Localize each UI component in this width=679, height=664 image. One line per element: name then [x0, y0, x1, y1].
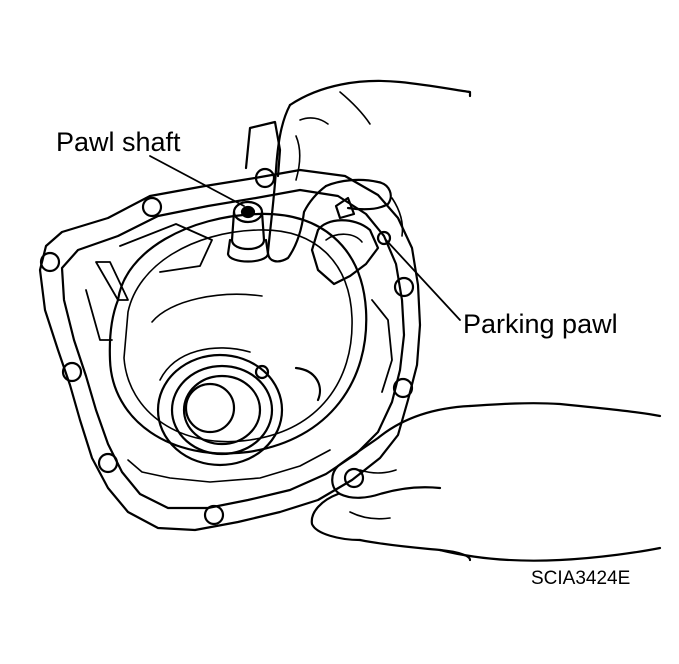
inner-hole: [254, 364, 270, 380]
leader-line-pawl-shaft: [149, 155, 245, 207]
parking-pawl-label: Parking pawl: [463, 309, 618, 339]
figure-code: SCIA3424E: [531, 568, 631, 589]
upper-rib: [119, 223, 213, 273]
parking-pawl-part: [310, 196, 392, 286]
lower-hand: [310, 402, 662, 562]
case-outer-flange: [38, 168, 422, 532]
case-upper-tab: [244, 120, 282, 178]
pawl-shaft-label: Pawl shaft: [56, 127, 181, 157]
inner-rib: [294, 366, 322, 402]
left-rib-1: [95, 261, 129, 301]
right-rib: [371, 299, 393, 393]
case-inner-flange: [60, 188, 406, 510]
leader-line-parking-pawl: [385, 239, 461, 321]
bolt-holes: [39, 167, 415, 526]
central-hub: [156, 347, 284, 467]
left-rib-2: [85, 289, 113, 341]
upper-hand: [266, 79, 472, 263]
